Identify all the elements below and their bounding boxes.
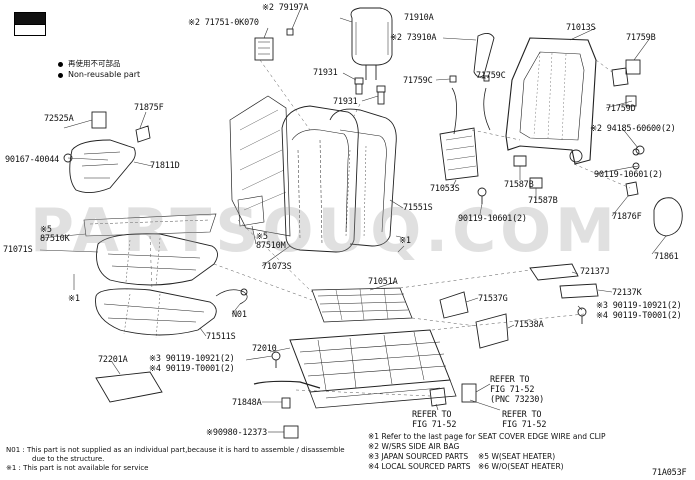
bullet-icon: [58, 62, 63, 67]
refer-label[interactable]: FIG 71-52: [502, 420, 547, 430]
part-label[interactable]: N01: [232, 310, 247, 320]
part-label[interactable]: ※2 73910A: [390, 33, 437, 43]
part-label[interactable]: 71931: [333, 97, 358, 107]
note-line: ※1 Refer to the last page for SEAT COVER…: [368, 432, 606, 441]
part-label[interactable]: 71759D: [606, 104, 636, 114]
refer-label[interactable]: REFER TO: [412, 410, 452, 420]
part-label[interactable]: ※3 90119-10921(2): [596, 301, 682, 311]
part-label[interactable]: 87510K: [40, 234, 70, 244]
refer-label[interactable]: REFER TO: [490, 375, 530, 385]
part-label[interactable]: 87510M: [256, 241, 286, 251]
part-label: ※5: [40, 225, 52, 235]
part-label[interactable]: 71013S: [566, 23, 596, 33]
part-label[interactable]: 71876F: [612, 212, 642, 222]
part-label[interactable]: 71861: [654, 252, 679, 262]
part-label[interactable]: ※2 94185-60600(2): [590, 124, 676, 134]
part-label[interactable]: 90119-10601(2): [458, 214, 527, 224]
part-label[interactable]: 71587B: [528, 196, 558, 206]
part-label[interactable]: 71759B: [626, 33, 656, 43]
part-label[interactable]: 71587B: [504, 180, 534, 190]
part-label[interactable]: ※90980-12373: [206, 428, 268, 438]
legend-en: Non-reusable part: [68, 70, 141, 79]
part-label[interactable]: 71071S: [3, 245, 33, 255]
bullet-icon: [58, 73, 63, 78]
part-label[interactable]: 72201A: [98, 355, 128, 365]
part-label[interactable]: 71875F: [134, 103, 164, 113]
part-label[interactable]: 90167-40044: [5, 155, 60, 165]
part-label[interactable]: 71759C: [476, 71, 506, 81]
part-label[interactable]: 71811D: [150, 161, 180, 171]
note-line: ※2 W/SRS SIDE AIR BAG: [368, 442, 460, 451]
part-label[interactable]: 71511S: [206, 332, 236, 342]
part-label[interactable]: 90119-10601(2): [594, 170, 663, 180]
legend-swatch: [14, 12, 46, 36]
part-label[interactable]: 71931: [313, 68, 338, 78]
part-label[interactable]: 71537G: [478, 294, 508, 304]
note-line: ※6 W/O(SEAT HEATER): [478, 462, 564, 471]
figure-code: 71A053F: [652, 468, 687, 478]
refer-label[interactable]: FIG 71-52: [412, 420, 457, 430]
refer-label[interactable]: REFER TO: [502, 410, 542, 420]
note-line: ※3 JAPAN SOURCED PARTS: [368, 452, 469, 461]
part-label[interactable]: 72137J: [580, 267, 610, 277]
part-label[interactable]: 71910A: [404, 13, 434, 23]
note-line: ※4 LOCAL SOURCED PARTS: [368, 462, 471, 471]
legend-jp: 再使用不可部品: [68, 59, 121, 68]
part-label: ※1: [68, 294, 80, 304]
part-label[interactable]: 72137K: [612, 288, 642, 298]
part-label[interactable]: 72525A: [44, 114, 74, 124]
refer-label[interactable]: FIG 71-52: [490, 385, 535, 395]
watermark: PARTSOUQ.COM: [30, 196, 619, 266]
part-label[interactable]: ※3 90119-10921(2): [149, 354, 235, 364]
part-label[interactable]: 72010: [252, 344, 277, 354]
part-label: ※5: [256, 232, 268, 242]
part-label[interactable]: ※2 71751-0K070: [188, 18, 259, 28]
footnote: ※1 : This part is not available for serv…: [6, 464, 149, 472]
part-label[interactable]: 71053S: [430, 184, 460, 194]
refer-label: (PNC 73230): [490, 395, 545, 405]
part-label[interactable]: 71551S: [403, 203, 433, 213]
part-label[interactable]: 71538A: [514, 320, 544, 330]
note-line: ※5 W(SEAT HEATER): [478, 452, 556, 461]
part-label[interactable]: ※4 90119-T0001(2): [149, 364, 235, 374]
part-label[interactable]: ※4 90119-T0001(2): [596, 311, 682, 321]
part-label[interactable]: 71073S: [262, 262, 292, 272]
part-label[interactable]: ※2 79197A: [262, 3, 309, 13]
part-label[interactable]: 71051A: [368, 277, 398, 287]
part-label[interactable]: 71759C: [403, 76, 433, 86]
part-label[interactable]: 71848A: [232, 398, 262, 408]
part-label: ※1: [399, 236, 411, 246]
footnote: due to the structure.: [32, 455, 105, 463]
footnote: N01 : This part is not supplied as an in…: [6, 446, 345, 454]
